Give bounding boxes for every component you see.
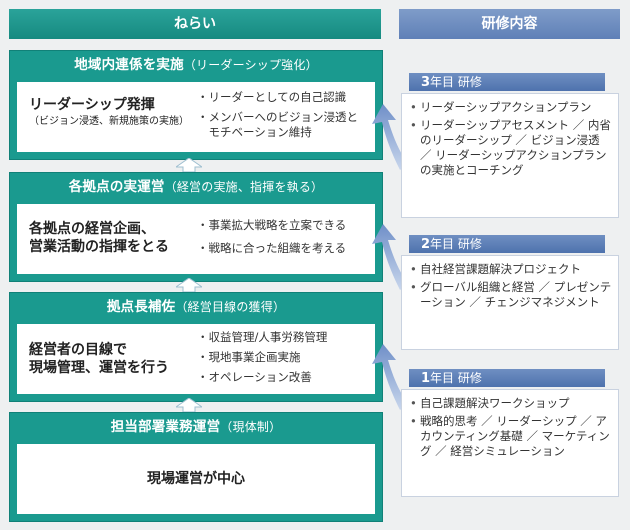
year3-training-box: リーダーシップアクションプラン リーダーシップアセスメント ／ 内省のリーダーシ… <box>401 93 619 218</box>
stage-body: 現場運営が中心 <box>17 444 375 514</box>
training-item: 自己課題解決ワークショップ <box>410 396 614 411</box>
training-content-header: 研修内容 <box>399 9 620 39</box>
stage-title: 各拠点の実運営（経営の実施、指揮を執る） <box>10 173 382 201</box>
stage-title-sub: （経営の実施、指揮を執る） <box>164 180 324 194</box>
goal-line: 経営者の目線で <box>29 342 127 358</box>
stage-title-sub: （現体制） <box>220 420 282 434</box>
stage-site-operation: 各拠点の実運営（経営の実施、指揮を執る） 各拠点の経営企画、 営業活動の指揮をと… <box>9 172 383 282</box>
stage-title: 担当部署業務運営（現体制） <box>10 413 382 441</box>
stage-goal: リーダーシップ発揮 （ビジョン浸透、新規施策の実施） <box>29 96 189 128</box>
stage-title-sub: （経営目線の獲得） <box>175 300 286 314</box>
stage-bullets: ・リーダーとしての自己認識 ・メンバーへのビジョン浸透と モチベーション維持 <box>197 90 358 140</box>
aims-header: ねらい <box>9 9 381 39</box>
stage-title-main: 地域内連係を実施 <box>74 57 184 73</box>
goal-line: 各拠点の経営企画、 <box>29 221 155 237</box>
year-label: 年目 研修 <box>430 75 482 89</box>
year-number: 3 <box>421 75 431 90</box>
year2-tab: 2年目 研修 <box>409 235 605 253</box>
stage-leadership: 地域内連係を実施（リーダーシップ強化） リーダーシップ発揮 （ビジョン浸透、新規… <box>9 50 383 160</box>
stage-title-main: 拠点長補佐 <box>106 299 176 315</box>
year1-training-box: 自己課題解決ワークショップ 戦略的思考 ／ リーダーシップ ／ アカウンティング… <box>401 389 619 497</box>
bullet-item: ・メンバーへのビジョン浸透と <box>197 110 358 124</box>
training-item: 戦略的思考 ／ リーダーシップ ／ アカウンティング基礎 ／ マーケティング ／… <box>410 414 614 459</box>
training-item: グローバル組織と経営 ／ プレゼンテーション ／ チェンジマネジメント <box>410 280 614 310</box>
year-label: 年目 研修 <box>430 237 482 251</box>
stage-body: 経営者の目線で 現場管理、運営を行う ・収益管理/人事労務管理 ・現地事業企画実… <box>17 324 375 394</box>
curve-arrow-year2 <box>372 224 408 290</box>
year-number: 2 <box>421 237 431 252</box>
bullet-item: ・現地事業企画実施 <box>197 350 301 364</box>
stage-title-sub: （リーダーシップ強化） <box>183 58 318 72</box>
curve-arrow-year3 <box>372 104 408 170</box>
bullet-item: ・戦略に合った組織を考える <box>197 241 347 255</box>
stage-goal: 各拠点の経営企画、 営業活動の指揮をとる <box>29 220 169 256</box>
training-item: リーダーシップアセスメント ／ 内省のリーダーシップ ／ ビジョン浸透 ／ リー… <box>410 118 614 178</box>
goal-line: 営業活動の指揮をとる <box>29 239 169 255</box>
goal-text: リーダーシップ発揮 <box>29 97 155 113</box>
bullet-item: モチベーション維持 <box>197 125 312 139</box>
training-item: リーダーシップアクションプラン <box>410 100 614 115</box>
year1-tab: 1年目 研修 <box>409 369 605 387</box>
stage-body: リーダーシップ発揮 （ビジョン浸透、新規施策の実施） ・リーダーとしての自己認識… <box>17 82 375 152</box>
year3-tab: 3年目 研修 <box>409 73 605 91</box>
stage-title: 地域内連係を実施（リーダーシップ強化） <box>10 51 382 79</box>
stage-title-main: 担当部署業務運営 <box>110 419 221 435</box>
stage-goal: 経営者の目線で 現場管理、運営を行う <box>29 341 169 377</box>
year2-training-box: 自社経営課題解決プロジェクト グローバル組織と経営 ／ プレゼンテーション ／ … <box>401 255 619 350</box>
up-arrow-icon <box>176 398 202 412</box>
stage-bullets: ・事業拡大戦略を立案できる ・戦略に合った組織を考える <box>197 218 346 256</box>
bullet-item: ・リーダーとしての自己認識 <box>197 90 347 104</box>
stage-department-operation: 担当部署業務運営（現体制） 現場運営が中心 <box>9 412 383 522</box>
stage-body: 各拠点の経営企画、 営業活動の指揮をとる ・事業拡大戦略を立案できる ・戦略に合… <box>17 204 375 274</box>
stage-bullets: ・収益管理/人事労務管理 ・現地事業企画実施 ・オペレーション改善 <box>197 330 327 385</box>
stage-assistant-manager: 拠点長補佐（経営目線の獲得） 経営者の目線で 現場管理、運営を行う ・収益管理/… <box>9 292 383 402</box>
up-arrow-icon <box>176 278 202 292</box>
bullet-item: ・オペレーション改善 <box>197 370 312 384</box>
stage-title: 拠点長補佐（経営目線の獲得） <box>10 293 382 321</box>
goal-note: （ビジョン浸透、新規施策の実施） <box>29 116 189 127</box>
bullet-item: ・収益管理/人事労務管理 <box>197 330 328 344</box>
stage-title-main: 各拠点の実運営 <box>68 179 165 195</box>
bullet-item: ・事業拡大戦略を立案できる <box>197 218 347 232</box>
year-number: 1 <box>421 371 431 386</box>
year-label: 年目 研修 <box>430 371 482 385</box>
goal-line: 現場管理、運営を行う <box>29 360 169 376</box>
training-item: 自社経営課題解決プロジェクト <box>410 262 614 277</box>
stage-goal: 現場運営が中心 <box>147 471 245 487</box>
curve-arrow-year1 <box>372 344 408 410</box>
up-arrow-icon <box>176 158 202 172</box>
